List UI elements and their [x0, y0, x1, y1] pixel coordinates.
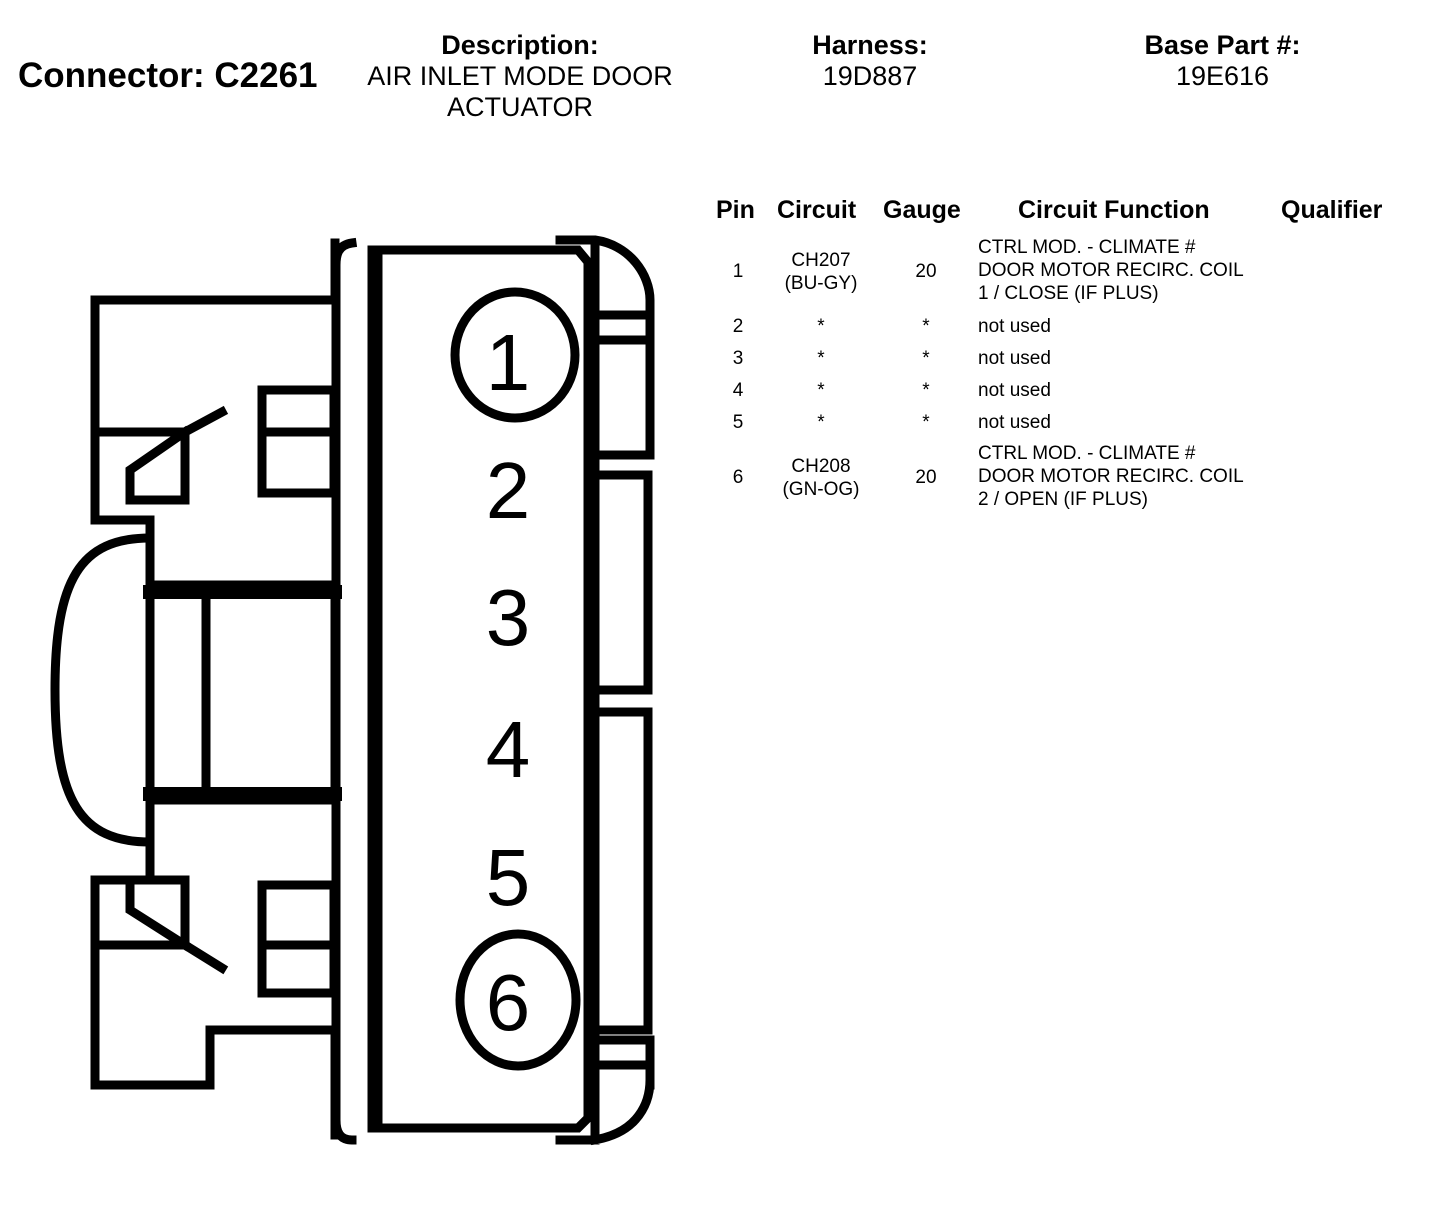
- connector-title: Connector: C2261: [18, 56, 318, 95]
- harness-block: Harness: 19D887: [770, 30, 970, 92]
- row-1-function-line-1: CTRL MOD. - CLIMATE #: [978, 237, 1196, 258]
- pin-label-3: 3: [486, 573, 531, 662]
- upper-window: [257, 385, 339, 498]
- row-6-function-line-1: CTRL MOD. - CLIMATE #: [978, 443, 1196, 464]
- harness-label: Harness:: [812, 30, 928, 60]
- col-header-pin: Pin: [716, 196, 755, 224]
- base-part-label: Base Part #:: [1144, 30, 1301, 60]
- row-3-function: not used: [978, 348, 1051, 369]
- row-1-circuit-id: CH207: [791, 250, 851, 271]
- row-1-gauge: 20: [915, 261, 937, 282]
- row-4-function: not used: [978, 380, 1051, 401]
- row-5-pin: 5: [732, 412, 744, 433]
- upper-lock-feature: [90, 425, 192, 505]
- lower-lock-feature: [90, 875, 192, 952]
- pin-label-5: 5: [486, 833, 531, 922]
- face-frame: [373, 245, 593, 1133]
- row-3-gauge: *: [922, 348, 930, 369]
- row-6-circuit-id: CH208: [791, 456, 851, 477]
- description-line-2: ACTUATOR: [446, 92, 593, 122]
- harness-value: 19D887: [822, 61, 918, 91]
- row-4-pin: 4: [732, 380, 744, 401]
- row-5-gauge: *: [922, 412, 930, 433]
- connector-body-outline: [90, 238, 340, 1140]
- row-5-circuit: *: [817, 412, 825, 433]
- connector-face-diagram: 1 2 3 4 5 6: [50, 235, 655, 1146]
- latch-rectangle: [145, 580, 340, 805]
- pin-1-circle: [450, 287, 580, 423]
- row-3-circuit: *: [817, 348, 825, 369]
- base-part-value: 19E616: [1175, 61, 1270, 91]
- row-1-function-line-2: DOOR MOTOR RECIRC. COIL: [978, 260, 1244, 281]
- lower-window: [257, 880, 339, 998]
- rib-block-a: [590, 470, 653, 695]
- pin-label-4: 4: [486, 705, 531, 794]
- row-6-circuit-color: (GN-OG): [782, 479, 860, 500]
- upper-lock-spring: [178, 405, 229, 439]
- base-part-block: Base Part #: 19E616: [1100, 30, 1345, 92]
- row-5-function: not used: [978, 412, 1051, 433]
- row-2-pin: 2: [732, 316, 744, 337]
- row-6-function: CTRL MOD. - CLIMATE # DOOR MOTOR RECIRC.…: [978, 442, 1244, 511]
- col-header-qualifier: Qualifier: [1281, 196, 1383, 224]
- row-1-pin: 1: [732, 261, 744, 282]
- row-2-gauge: *: [922, 316, 930, 337]
- row-6-function-line-2: DOOR MOTOR RECIRC. COIL: [978, 466, 1244, 487]
- col-header-circuit: Circuit: [777, 196, 857, 224]
- description-label: Description:: [441, 30, 599, 60]
- lower-lock-spring: [178, 938, 229, 975]
- row-1-function: CTRL MOD. - CLIMATE # DOOR MOTOR RECIRC.…: [978, 236, 1244, 305]
- row-4-circuit: *: [817, 380, 825, 401]
- col-header-gauge: Gauge: [883, 196, 961, 224]
- pin-label-6: 6: [486, 958, 531, 1047]
- row-6-function-line-3: 2 / OPEN (IF PLUS): [978, 489, 1148, 510]
- pin-6-circle: [455, 929, 581, 1071]
- row-6-pin: 6: [732, 467, 744, 488]
- description-line-1: AIR INLET MODE DOOR: [367, 61, 673, 91]
- right-edge-outline: [555, 235, 655, 460]
- row-1-circuit-color: (BU-GY): [784, 273, 858, 294]
- row-6-gauge: 20: [915, 467, 937, 488]
- latch-bulge: [50, 533, 155, 847]
- row-2-function: not used: [978, 316, 1051, 337]
- row-6-circuit: CH208 (GN-OG): [766, 455, 876, 501]
- pin-label-1: 1: [486, 318, 531, 407]
- row-4-gauge: *: [922, 380, 930, 401]
- row-1-function-line-3: 1 / CLOSE (IF PLUS): [978, 283, 1159, 304]
- pin-label-2: 2: [486, 446, 531, 535]
- description-block: Description: AIR INLET MODE DOOR ACTUATO…: [345, 30, 695, 123]
- row-3-pin: 3: [732, 348, 744, 369]
- face-left-rail: [331, 237, 358, 1145]
- col-header-circuit-function: Circuit Function: [1018, 196, 1210, 224]
- rib-block-b: [590, 707, 653, 1035]
- row-2-circuit: *: [817, 316, 825, 337]
- row-1-circuit: CH207 (BU-GY): [766, 249, 876, 295]
